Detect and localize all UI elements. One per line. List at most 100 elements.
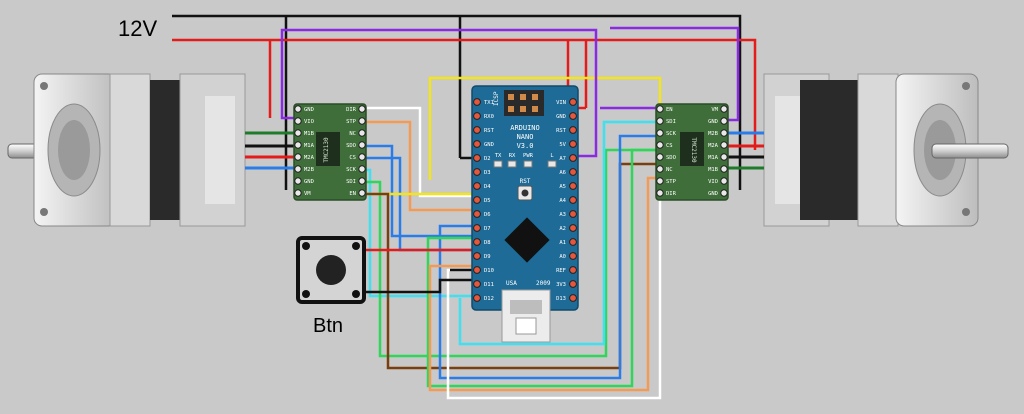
nano-pin-label: D5	[484, 198, 491, 204]
left-driver-pin-gnd	[294, 177, 302, 185]
nano-pin-rst	[473, 126, 481, 134]
right-driver-pin-label: SCK	[666, 131, 677, 137]
led-tx	[493, 160, 503, 168]
nano-pin-label: D11	[484, 282, 494, 288]
left-driver-pin-label: M1A	[304, 143, 315, 149]
nano-pin-d8	[473, 238, 481, 246]
nano-pin-label: A6	[559, 170, 566, 176]
nano-pin-label: A3	[559, 212, 566, 218]
right-driver-pin-gnd	[720, 189, 728, 197]
nano-pin-label: A7	[559, 156, 566, 162]
left-driver-pin-label: GND	[304, 107, 314, 113]
right-driver-pin-stp	[656, 177, 664, 185]
left-driver-pin-label: VM	[304, 191, 311, 197]
nano-pin-d3	[473, 168, 481, 176]
left-driver-pin-gnd	[294, 105, 302, 113]
nano-pin-rst	[569, 126, 577, 134]
right-driver-pin-m1a	[720, 153, 728, 161]
nano-pin-d13	[569, 294, 577, 302]
nano-pin-label: D2	[484, 156, 491, 162]
arduino-model: NANO	[517, 133, 534, 141]
led-label-tx: TX	[495, 153, 502, 159]
button-wires	[364, 248, 475, 294]
right-driver-pin-label: M2B	[708, 131, 719, 137]
nano-pin-label: VIN	[556, 100, 566, 106]
right-motor-shaft	[931, 143, 1009, 159]
left-driver-pin-cs	[358, 153, 366, 161]
nano-pin-gnd	[473, 140, 481, 148]
right-driver-pin-m1b	[720, 165, 728, 173]
nano-pin-tx1	[473, 98, 481, 106]
left-driver-pin-label: NC	[349, 131, 356, 137]
left-driver-pin-label: SDO	[346, 143, 356, 149]
push-button[interactable]	[296, 236, 366, 304]
icsp-label: ICSP	[493, 91, 500, 106]
reset-label: RST	[520, 178, 531, 185]
nano-pin-label: RST	[556, 128, 567, 134]
nano-pin-label: D12	[484, 296, 494, 302]
nano-pin-label: 5V	[559, 142, 566, 148]
led-label-rx: RX	[509, 153, 516, 159]
arduino-version: V3.0	[517, 142, 534, 150]
left-driver-pin-label: SDI	[346, 179, 356, 185]
nano-pin-a4	[569, 196, 577, 204]
power-label: 12V	[118, 16, 157, 41]
nano-pin-label: A1	[559, 240, 566, 246]
right-driver-pin-dir	[656, 189, 664, 197]
nano-pin-a1	[569, 238, 577, 246]
right-motor-body	[800, 80, 860, 220]
nano-pin-d4	[473, 182, 481, 190]
button-label: Btn	[313, 315, 343, 337]
nano-pin-label: RX0	[484, 114, 494, 120]
right-driver-pin-sdi	[656, 117, 664, 125]
nano-pin-vin	[569, 98, 577, 106]
nano-pin-d6	[473, 210, 481, 218]
left-driver-pin-label: GND	[304, 179, 314, 185]
left-driver-pin-m1a	[294, 141, 302, 149]
right-driver-pin-label: VIO	[708, 179, 718, 185]
left-driver-pin-stp	[358, 117, 366, 125]
left-driver-pin-label: DIR	[346, 107, 357, 113]
nano-pin-label: D3	[484, 170, 491, 176]
nano-pin-ref	[569, 266, 577, 274]
nano-pin-label: A2	[559, 226, 566, 232]
right-motor-wires	[725, 131, 764, 170]
right-driver-signal-wires	[280, 26, 740, 400]
right-driver-pin-en	[656, 105, 664, 113]
left-driver-pin-label: M2B	[304, 167, 315, 173]
left-driver-pin-dir	[358, 105, 366, 113]
nano-pin-label: GND	[556, 114, 566, 120]
right-driver-pin-label: M1A	[708, 155, 719, 161]
nano-pin-a7	[569, 154, 577, 162]
led-l	[547, 160, 557, 168]
nano-pin-label: A0	[559, 254, 566, 260]
nano-pin-label: D8	[484, 240, 491, 246]
nano-pin-label: D13	[556, 296, 566, 302]
right-driver-pin-label: M2A	[708, 143, 719, 149]
nano-pin-d5	[473, 196, 481, 204]
left-driver-chip-label: TMC2130	[323, 137, 330, 163]
right-driver-pin-label: M1B	[708, 167, 719, 173]
nano-pin-gnd	[569, 112, 577, 120]
nano-pin-3v3	[569, 280, 577, 288]
nano-pin-label: D9	[484, 254, 491, 260]
nano-pin-a3	[569, 210, 577, 218]
nano-pin-label: D10	[484, 268, 494, 274]
left-driver-pin-sck	[358, 165, 366, 173]
nano-pin-label: D7	[484, 226, 491, 232]
left-driver-pin-en	[358, 189, 366, 197]
left-driver-pin-label: STP	[346, 119, 357, 125]
nano-pin-d12	[473, 294, 481, 302]
led-label-l: L	[550, 153, 554, 159]
left-driver-pin-label: EN	[349, 191, 356, 197]
right-driver-pin-label: DIR	[666, 191, 677, 197]
nano-pin-label: TX1	[484, 100, 494, 106]
nano-pin-label: A5	[559, 184, 566, 190]
left-motor-wires	[245, 131, 296, 170]
right-driver-pin-nc	[656, 165, 664, 173]
right-driver-pin-label: STP	[666, 179, 677, 185]
led-label-pwr: PWR	[523, 153, 534, 159]
